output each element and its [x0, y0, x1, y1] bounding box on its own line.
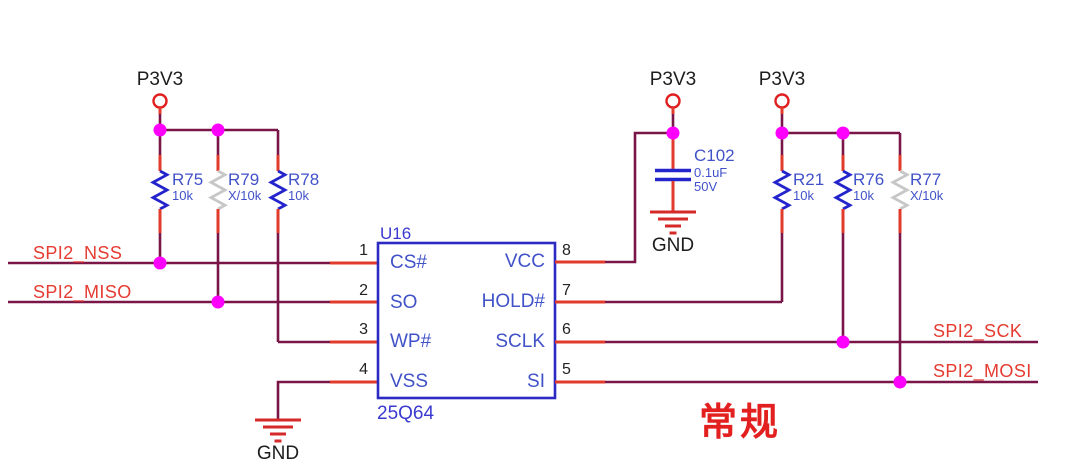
resistor-r75-symbol [150, 130, 170, 263]
resistor-r76-symbol [833, 133, 853, 342]
junction-dots [153, 123, 907, 389]
resistor-r21-refdes: R21 [793, 170, 825, 189]
pin-number-7: 7 [562, 282, 571, 299]
power-symbol-mid [665, 93, 681, 133]
power-label-p3v3-right: P3V3 [758, 69, 806, 90]
pin-number-1: 1 [359, 242, 368, 259]
resistor-r21-value: 10k [793, 188, 814, 203]
resistor-r78-symbol [268, 130, 288, 342]
pin-number-8: 8 [562, 242, 571, 259]
pin-name-vcc: VCC [504, 251, 545, 272]
resistor-r78-refdes: R78 [288, 170, 320, 189]
net-label-spi2-mosi: SPI2_MOSI [933, 361, 1032, 381]
resistor-r79-value: X/10k [228, 188, 262, 203]
power-pin-circle [774, 93, 790, 109]
pin-number-6: 6 [562, 321, 571, 338]
wire-vss-to-gnd [276, 380, 378, 419]
net-label-spi2-sck: SPI2_SCK [933, 321, 1023, 341]
net-label-spi2-nss: SPI2_NSS [33, 243, 123, 263]
resistor-r77-value: X/10k [910, 188, 944, 203]
capacitor-c102-voltage: 50V [694, 179, 718, 194]
chip-refdes: U16 [380, 224, 412, 243]
pin-name-hold: HOLD# [481, 291, 545, 312]
resistor-r76-value: 10k [853, 188, 874, 203]
power-label-p3v3-mid: P3V3 [649, 69, 697, 90]
chip-body [376, 241, 557, 400]
power-pin-circle [152, 93, 168, 109]
resistor-r79-refdes: R79 [228, 170, 260, 189]
pin-name-si: SI [527, 371, 545, 392]
pin-name-so: SO [390, 292, 418, 313]
pin-number-3: 3 [359, 321, 368, 338]
capacitor-c102-refdes: C102 [694, 146, 735, 165]
capacitor-c102-symbol [655, 133, 691, 211]
pin-name-wp: WP# [390, 331, 432, 352]
gnd-symbol-left [255, 418, 301, 443]
gnd-label-left: GND [256, 443, 300, 464]
resistor-r75-refdes: R75 [172, 170, 204, 189]
gnd-label-mid: GND [651, 235, 695, 256]
pin-name-vss: VSS [390, 371, 429, 392]
resistor-r75-value: 10k [172, 188, 193, 203]
pin-number-5: 5 [562, 361, 571, 378]
gnd-symbol-mid [650, 210, 696, 235]
resistor-r79-symbol [208, 130, 228, 302]
resistor-r21-symbol [772, 133, 792, 302]
resistor-r77-symbol [890, 133, 910, 382]
capacitor-c102-value: 0.1uF [694, 165, 728, 180]
resistor-r76-refdes: R76 [853, 170, 885, 189]
wire-vcc [555, 131, 673, 264]
annotation-changgui: 常规 [699, 402, 782, 444]
power-symbol-left [152, 93, 168, 130]
resistor-r77-refdes: R77 [910, 170, 942, 189]
net-label-spi2-miso: SPI2_MISO [33, 282, 132, 302]
pin-number-2: 2 [359, 282, 368, 299]
pin-name-cs: CS# [390, 252, 427, 273]
pin-name-sclk: SCLK [495, 331, 545, 352]
resistor-r78-value: 10k [288, 188, 309, 203]
power-pin-circle [665, 93, 681, 109]
chip-part: 25Q64 [377, 403, 435, 424]
pin-number-4: 4 [359, 361, 368, 378]
power-label-p3v3-left: P3V3 [136, 69, 184, 90]
